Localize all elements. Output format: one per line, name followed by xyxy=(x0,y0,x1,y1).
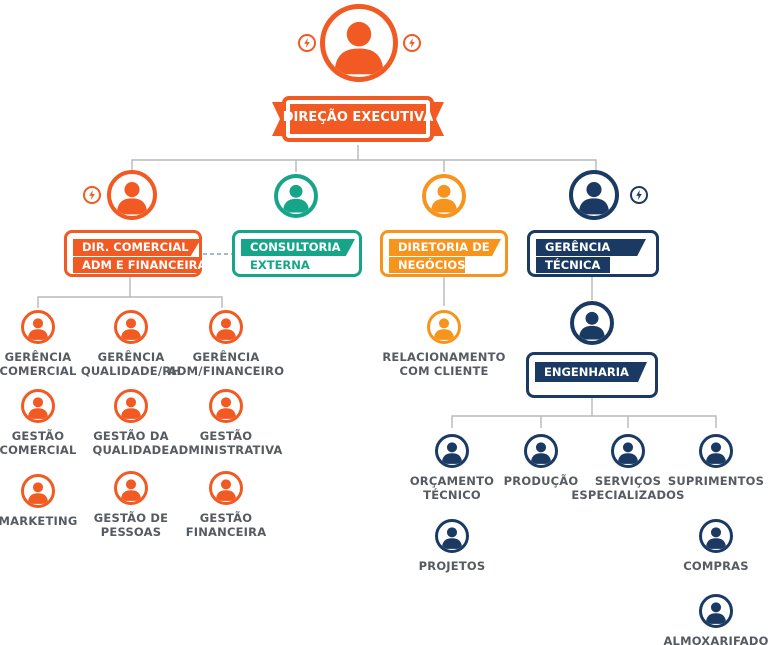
unit-avatar xyxy=(21,310,55,344)
person-icon xyxy=(334,21,384,75)
person-icon xyxy=(215,397,237,419)
unit-label: GESTÃO FINANCEIRA xyxy=(185,511,267,539)
unit-avatar xyxy=(209,471,243,505)
unit-avatar xyxy=(209,389,243,423)
box-title: GERÊNCIA xyxy=(536,239,646,256)
unit-avatar xyxy=(21,389,55,423)
unit-label: GESTÃO COMERCIAL xyxy=(0,429,77,457)
person-icon xyxy=(215,479,237,501)
person-icon xyxy=(283,184,309,213)
tecnica-avatar xyxy=(569,170,619,220)
unit-label: ORÇAMENTO TÉCNICO xyxy=(409,474,495,502)
unit-label: COMPRAS xyxy=(683,559,749,573)
box-title: DIR. COMERCIAL xyxy=(73,239,201,256)
unit-avatar xyxy=(699,434,733,468)
unit-avatar xyxy=(427,310,461,344)
person-icon xyxy=(705,602,727,624)
person-icon xyxy=(705,527,727,549)
box-subtitle: NEGÓCIOS xyxy=(389,257,465,273)
unit-label: GERÊNCIA COMERCIAL xyxy=(0,350,77,378)
box-title: CONSULTORIA xyxy=(241,239,355,256)
box-title: DIRETORIA DE xyxy=(389,239,501,256)
person-icon xyxy=(215,318,237,340)
lightning-bolt-icon xyxy=(298,34,316,52)
person-icon xyxy=(27,318,49,340)
unit-label: SUPRIMENTOS xyxy=(667,474,765,488)
unit-label: ALMOXARIFADO xyxy=(663,634,768,645)
person-icon xyxy=(441,527,463,549)
dir-comercial-box: DIR. COMERCIAL ADM E FINANCEIRA xyxy=(64,230,206,277)
person-icon xyxy=(530,442,552,464)
person-icon xyxy=(27,482,49,504)
engenharia-avatar xyxy=(570,301,614,345)
unit-label: GERÊNCIA ADM/FINANCEIRO xyxy=(167,350,285,378)
top-banner: DIREÇÃO EXECUTIVA xyxy=(272,94,444,144)
unit-label: RELACIONAMENTO COM CLIENTE xyxy=(382,350,506,378)
box-subtitle: EXTERNA xyxy=(250,258,310,272)
unit-avatar xyxy=(114,310,148,344)
unit-avatar xyxy=(114,389,148,423)
lightning-bolt-icon xyxy=(403,34,421,52)
unit-label: MARKETING xyxy=(0,514,78,528)
unit-avatar xyxy=(699,519,733,553)
unit-label: PROJETOS xyxy=(418,559,486,573)
engenharia-box: ENGENHARIA xyxy=(526,352,658,398)
consultoria-box: CONSULTORIA EXTERNA xyxy=(232,230,362,277)
unit-label: PRODUÇÃO xyxy=(503,474,579,488)
person-icon xyxy=(120,397,142,419)
person-icon xyxy=(433,318,455,340)
box-title: ENGENHARIA xyxy=(535,362,647,382)
box-subtitle: TÉCNICA xyxy=(536,257,610,273)
person-icon xyxy=(617,442,639,464)
unit-label: GESTÃO ADMINISTRATIVA xyxy=(169,429,283,457)
person-icon xyxy=(441,442,463,464)
negocios-box: DIRETORIA DE NEGÓCIOS xyxy=(380,230,508,277)
banner-shape xyxy=(272,96,444,142)
lightning-bolt-icon xyxy=(83,186,101,204)
unit-avatar xyxy=(435,519,469,553)
unit-avatar xyxy=(435,434,469,468)
unit-avatar xyxy=(209,310,243,344)
consultoria-avatar xyxy=(274,174,318,218)
box-subtitle: ADM E FINANCEIRA xyxy=(73,257,206,273)
person-icon xyxy=(27,397,49,419)
director-avatar xyxy=(320,4,398,82)
dir-comercial-avatar xyxy=(107,170,157,220)
page-title: DIREÇÃO EXECUTIVA xyxy=(282,110,434,125)
unit-avatar xyxy=(21,474,55,508)
person-icon xyxy=(116,181,148,215)
person-icon xyxy=(431,184,457,213)
unit-avatar xyxy=(524,434,558,468)
unit-avatar xyxy=(114,471,148,505)
person-icon xyxy=(705,442,727,464)
person-icon xyxy=(579,311,605,340)
unit-label: GESTÃO DA QUALIDADE xyxy=(92,429,170,457)
person-icon xyxy=(120,318,142,340)
negocios-avatar xyxy=(422,174,466,218)
unit-label: GESTÃO DE PESSOAS xyxy=(93,511,169,539)
lightning-bolt-icon xyxy=(630,186,648,204)
unit-label: GERÊNCIA QUALIDADE/RH xyxy=(80,350,182,378)
unit-avatar xyxy=(611,434,645,468)
unit-avatar xyxy=(699,594,733,628)
unit-label: SERVIÇOS ESPECIALIZADOS xyxy=(571,474,685,502)
person-icon xyxy=(120,479,142,501)
person-icon xyxy=(578,181,610,215)
tecnica-box: GERÊNCIA TÉCNICA xyxy=(527,230,659,277)
